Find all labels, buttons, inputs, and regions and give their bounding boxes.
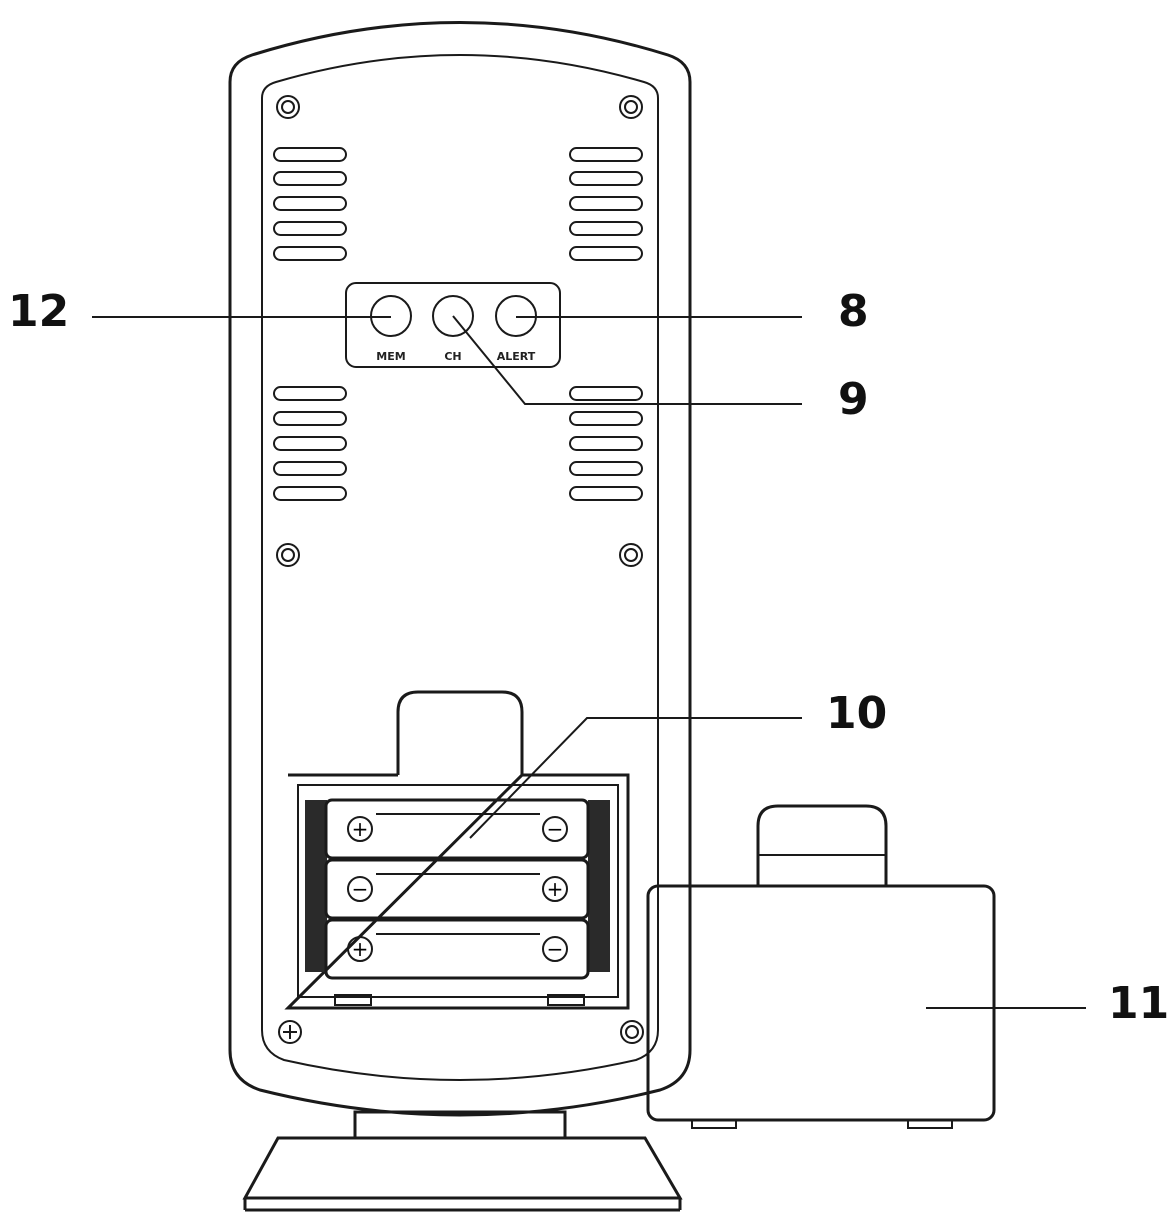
- screw-icon: [619, 543, 643, 567]
- alert-button[interactable]: ALERT: [495, 295, 537, 363]
- alert-button-label: ALERT: [497, 350, 536, 363]
- battery-cover: [646, 804, 996, 1129]
- stand-base: [242, 1110, 683, 1212]
- ch-button-label: CH: [444, 350, 461, 363]
- stand-tab: [396, 690, 524, 775]
- vent-slots-upper-right: [569, 147, 643, 261]
- mem-button[interactable]: MEM: [370, 295, 412, 363]
- battery-compartment: + − − + + −: [284, 773, 630, 1010]
- vent-slots-lower-right: [569, 386, 643, 501]
- leader-line-10: [469, 717, 802, 839]
- battery-cell: − +: [324, 858, 590, 920]
- screw-icon: [276, 543, 300, 567]
- screws: [276, 95, 644, 1044]
- screw-icon: [278, 1020, 302, 1044]
- battery-cell: + −: [324, 798, 590, 860]
- device-body: [228, 21, 692, 1117]
- leader-line-9: [452, 315, 802, 405]
- mem-button-label: MEM: [376, 350, 405, 363]
- screw-icon: [619, 95, 643, 119]
- battery-terminal-right: −: [547, 937, 564, 961]
- button-panel: MEM CH ALERT: [345, 282, 561, 368]
- screw-icon: [620, 1020, 644, 1044]
- callout-labels: 12 8 9 10 11: [8, 286, 1169, 1029]
- callout-11: 11: [1108, 978, 1169, 1029]
- callout-lines: [92, 315, 1086, 1009]
- battery-terminal-right: +: [547, 877, 564, 901]
- ch-button[interactable]: CH: [432, 295, 474, 363]
- battery-terminal-left: +: [352, 817, 369, 841]
- battery-cell: + −: [324, 918, 590, 980]
- vent-slots-lower-left: [273, 386, 347, 501]
- vent-slots-upper-left: [273, 147, 347, 261]
- battery-terminal-right: −: [547, 817, 564, 841]
- screw-icon: [276, 95, 300, 119]
- battery-terminal-left: +: [352, 937, 369, 961]
- callout-9: 9: [838, 374, 869, 425]
- callout-12: 12: [8, 286, 69, 337]
- callout-10: 10: [826, 688, 887, 739]
- battery-terminal-left: −: [352, 877, 369, 901]
- callout-8: 8: [838, 286, 869, 337]
